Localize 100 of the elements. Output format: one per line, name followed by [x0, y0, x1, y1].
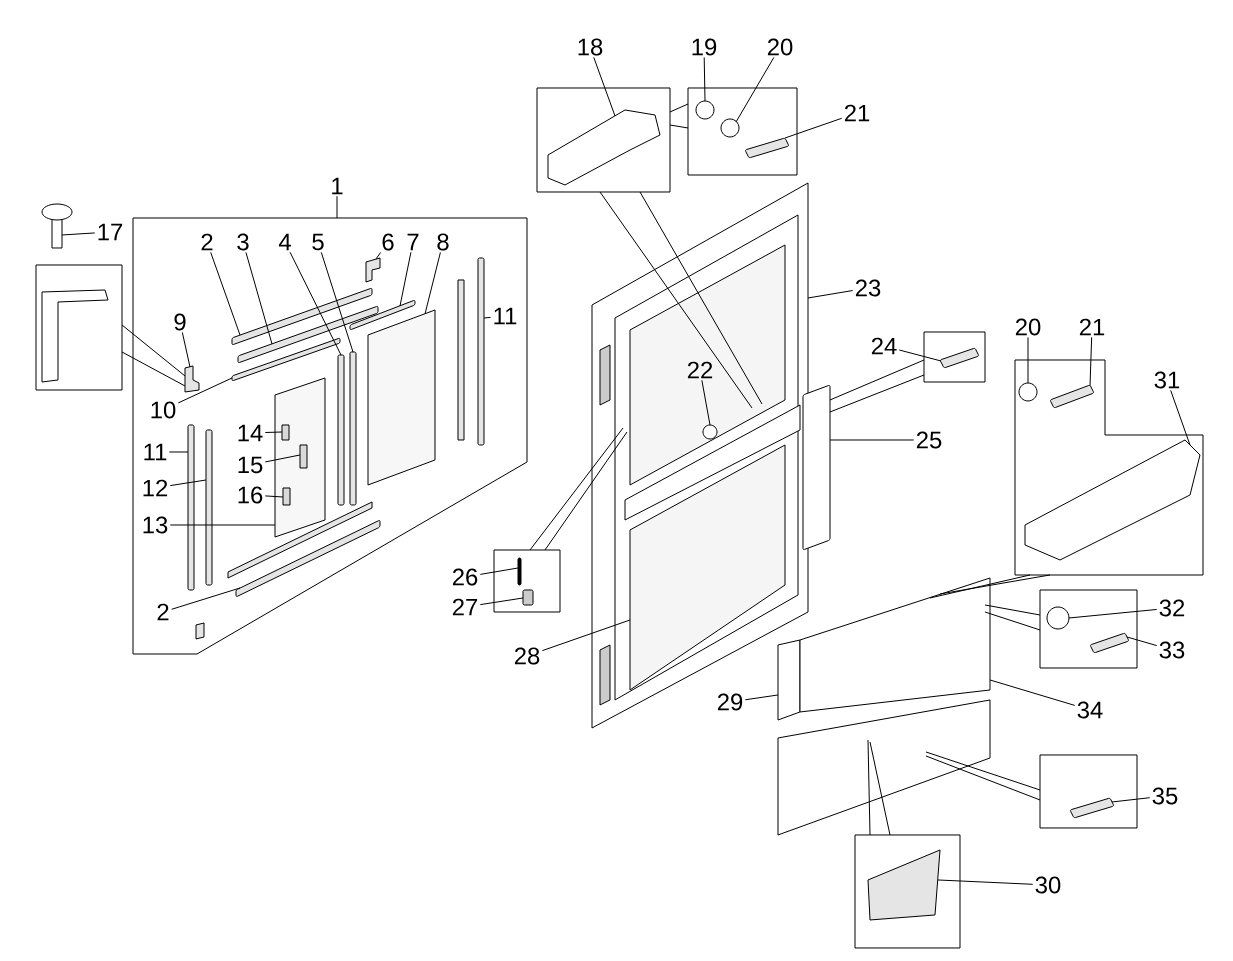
leader-line	[177, 377, 233, 404]
callout-number: 7	[407, 233, 419, 251]
washer-drawing	[1018, 382, 1038, 402]
callout-number: 15	[238, 456, 263, 474]
glass-pane-drawing	[367, 309, 436, 486]
callout-number: 26	[452, 568, 478, 586]
callout-number: 18	[578, 38, 603, 56]
group-frame	[854, 834, 961, 949]
group-frame	[536, 87, 671, 193]
leader-line	[703, 56, 706, 102]
handle-drawing	[547, 109, 661, 186]
leader-line	[289, 251, 342, 356]
leader-line	[264, 495, 284, 498]
leader-line	[829, 359, 925, 401]
seal-strip-drawing	[235, 520, 381, 597]
callout-number: 4	[278, 233, 291, 251]
leader-line	[1126, 636, 1158, 647]
callout-number: 14	[238, 424, 263, 442]
leader-line	[171, 587, 241, 610]
callout-number: 34	[1077, 701, 1103, 719]
leader-line	[1111, 797, 1151, 803]
leader-line	[1089, 336, 1093, 387]
group-frame	[493, 549, 561, 613]
screw-drawing	[745, 137, 789, 159]
leader-line	[744, 694, 779, 701]
leader-line	[264, 454, 301, 463]
leader-line	[544, 431, 628, 551]
leader-line	[639, 191, 763, 405]
knob-drawing	[41, 203, 73, 249]
callout-number: 20	[767, 38, 793, 56]
leader-line	[669, 103, 689, 113]
leader-line	[483, 316, 492, 319]
leader-line	[424, 251, 441, 315]
leader-line	[61, 232, 96, 236]
callout-number: 9	[174, 313, 186, 331]
callout-number: 28	[514, 647, 540, 665]
callout-number: 11	[494, 307, 517, 325]
clip-drawing	[867, 849, 941, 921]
leader-line	[829, 439, 915, 441]
callout-number: 20	[1015, 318, 1041, 336]
leader-line	[989, 679, 1076, 706]
leader-line	[541, 619, 631, 652]
leader-line	[867, 739, 871, 836]
leader-line	[701, 379, 711, 426]
leader-line	[984, 604, 1041, 616]
profile-drawing	[187, 424, 195, 591]
callout-number: 8	[437, 233, 449, 251]
leader-line	[929, 574, 1031, 599]
washer-drawing	[1046, 606, 1070, 630]
sleeve-drawing	[522, 589, 534, 606]
callout-number: 11	[144, 443, 167, 461]
clip-drawing	[282, 487, 291, 506]
group-frame	[687, 87, 798, 176]
knob-drawing	[702, 424, 718, 440]
seal-strip-drawing	[231, 287, 373, 346]
glass-pane-drawing	[629, 444, 786, 691]
screw-drawing	[1050, 384, 1094, 409]
leader-line	[599, 191, 753, 409]
callout-number: 27	[452, 598, 478, 616]
leader-line	[925, 751, 1041, 791]
callout-number: 35	[1152, 787, 1178, 805]
callout-number: 13	[143, 516, 168, 534]
callout-number: 21	[844, 104, 870, 122]
corner-drawing	[365, 257, 381, 283]
leader-line	[210, 251, 241, 336]
screw-drawing	[940, 347, 979, 369]
leader-line	[735, 56, 775, 123]
leader-line	[1170, 389, 1191, 446]
leader-line	[593, 56, 616, 117]
washer-drawing	[695, 100, 715, 120]
leader-line	[939, 574, 1051, 595]
callout-number: 23	[855, 279, 881, 297]
profile-drawing	[337, 354, 345, 506]
callout-number: 17	[98, 223, 123, 241]
group-frame	[1039, 589, 1138, 669]
callout-number: 2	[157, 603, 169, 621]
callout-number: 1	[332, 177, 343, 195]
callout-number: 10	[151, 401, 176, 419]
leader-line	[336, 195, 338, 219]
leader-line	[479, 567, 519, 575]
callout-number: 3	[237, 233, 249, 251]
profile-drawing	[477, 257, 485, 446]
leader-line	[121, 351, 186, 387]
leader-line	[181, 331, 191, 368]
callout-number: 16	[238, 486, 263, 504]
leader-line	[169, 479, 207, 487]
leader-line	[784, 117, 843, 139]
leader-line	[807, 290, 854, 299]
group-frame	[1039, 754, 1138, 829]
callout-number: 5	[312, 233, 324, 251]
leader-line	[669, 124, 689, 129]
callout-number: 12	[143, 479, 168, 497]
screw-drawing	[1070, 797, 1114, 819]
group-frame	[35, 264, 123, 391]
screw-drawing	[1090, 632, 1129, 654]
leader-line	[168, 451, 189, 453]
callout-number: 2	[201, 233, 213, 251]
handle-drawing	[1024, 439, 1201, 561]
leader-line	[375, 251, 382, 260]
leader-line	[245, 251, 273, 345]
